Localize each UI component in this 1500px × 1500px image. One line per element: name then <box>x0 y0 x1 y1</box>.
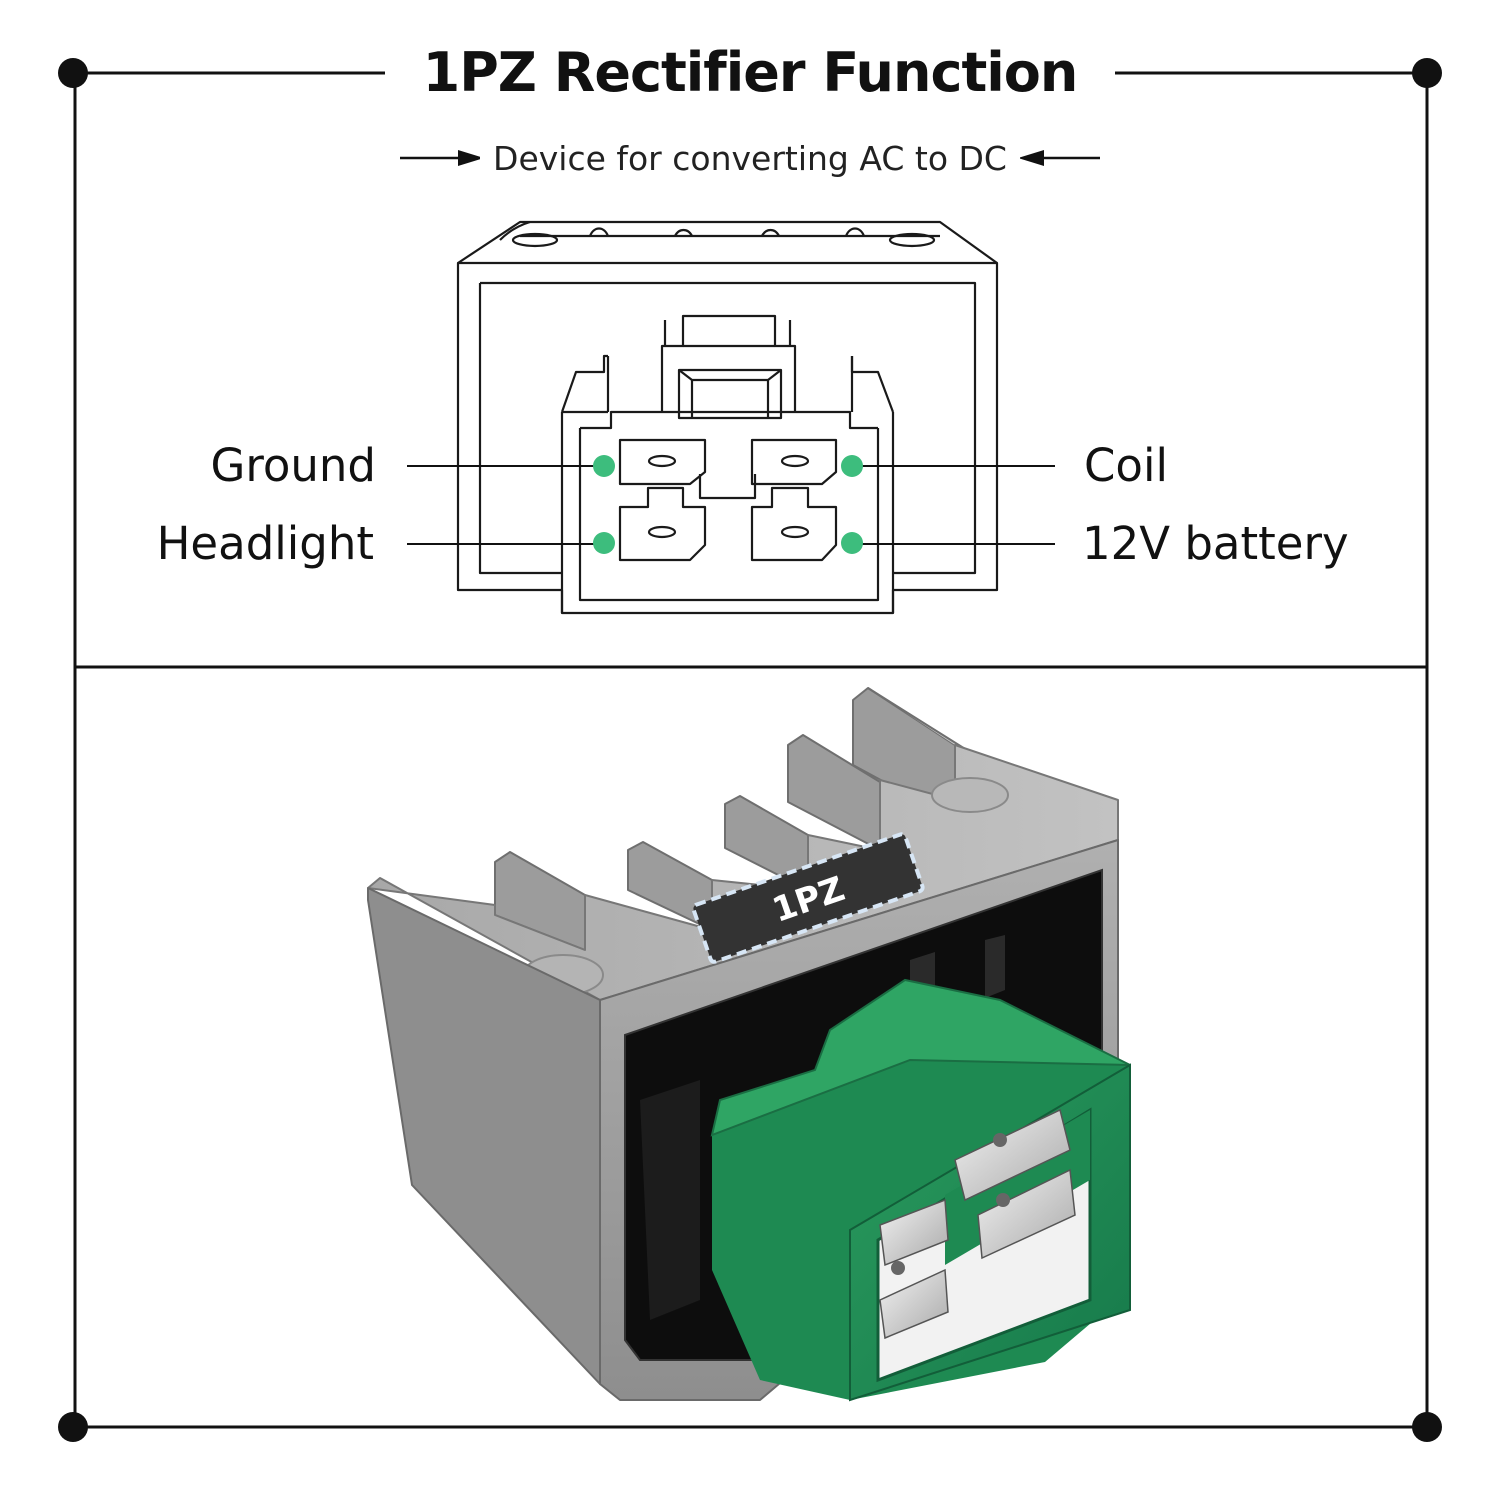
frame-corner-dots <box>58 58 1442 1442</box>
green-connector <box>710 978 1131 1402</box>
model-badge: 1PZ <box>691 832 925 964</box>
frame <box>73 71 1429 1429</box>
pin-label-ground: Ground <box>210 439 376 492</box>
page-title: 1PZ Rectifier Function <box>390 38 1110 108</box>
corner-dot-top-left <box>58 58 88 88</box>
leader-lines <box>407 465 1055 545</box>
pin-marker-headlight <box>593 532 615 554</box>
corner-dot-bottom-right <box>1412 1412 1442 1442</box>
corner-dot-top-right <box>1412 58 1442 88</box>
subtitle-arrows <box>400 150 1100 166</box>
pin-marker-battery <box>841 532 863 554</box>
heat-sink-fins <box>494 687 971 951</box>
arrow-left-icon <box>1018 150 1044 166</box>
pin-markers <box>593 455 863 554</box>
pin-marker-ground <box>593 455 615 477</box>
page-subtitle: Device for converting AC to DC <box>480 137 1020 181</box>
pin-label-battery: 12V battery <box>1082 517 1349 570</box>
connector-line-drawing <box>456 220 999 615</box>
housing-side <box>367 887 601 1385</box>
pin-label-headlight: Headlight <box>156 517 374 570</box>
pin-marker-coil <box>841 455 863 477</box>
arrow-right-icon <box>458 150 484 166</box>
rectifier-product-image: 1PZ <box>367 687 1131 1402</box>
corner-dot-bottom-left <box>58 1412 88 1442</box>
pin-label-coil: Coil <box>1084 439 1168 492</box>
